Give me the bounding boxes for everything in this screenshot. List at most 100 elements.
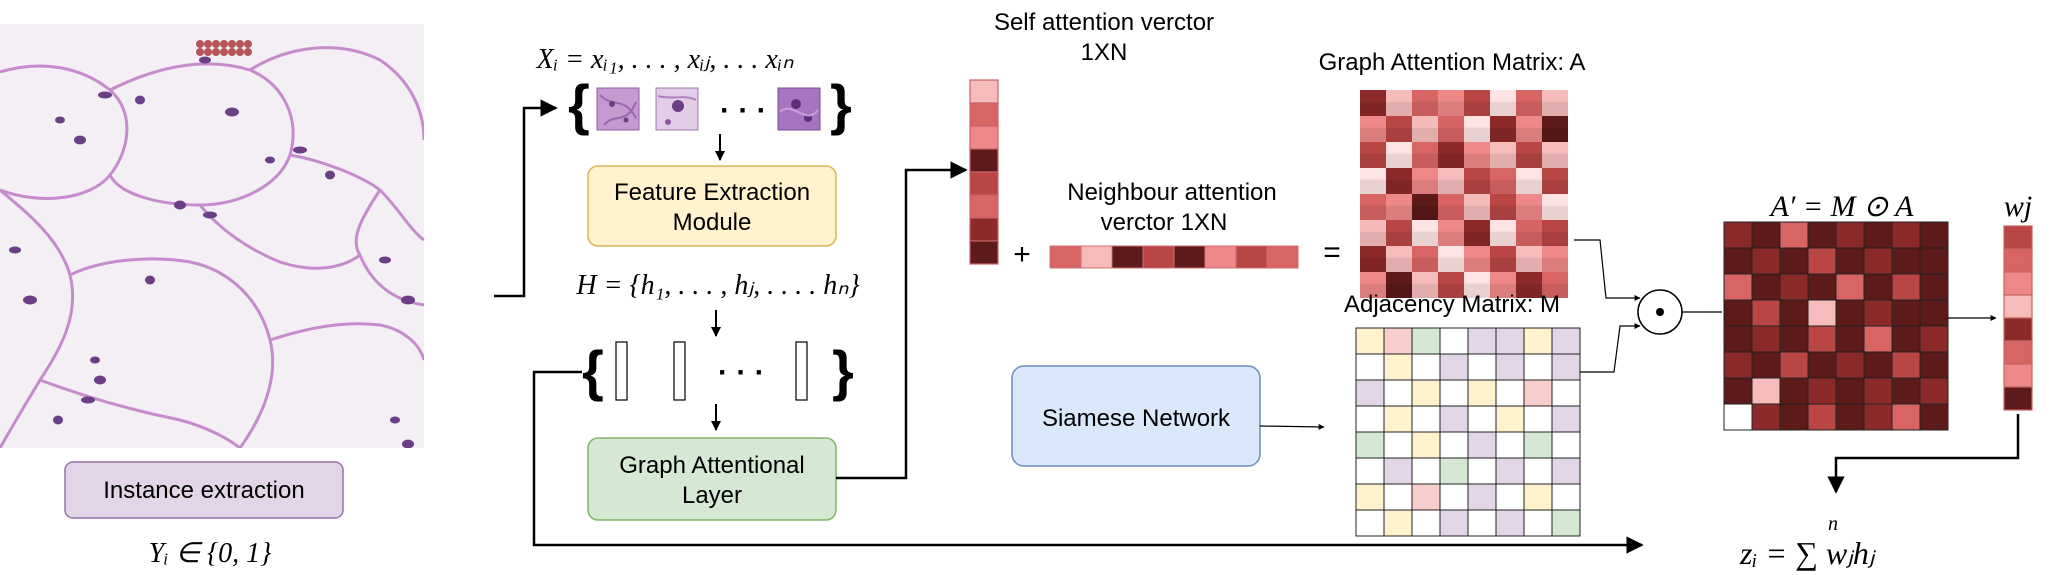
- masked-matrix-cell: [1779, 299, 1809, 327]
- masked-matrix-cell: [1723, 325, 1753, 353]
- adjacency-matrix-cell: [1439, 379, 1469, 407]
- adjacency-matrix-cell: [1467, 457, 1497, 485]
- adjacency-matrix-cell: [1383, 509, 1413, 537]
- masked-matrix-cell: [1891, 325, 1921, 353]
- weight-vector: [2003, 225, 2033, 411]
- attention-matrix-cell-shade: [1438, 205, 1464, 220]
- masked-matrix-cell: [1779, 273, 1809, 301]
- self-attention-cell: [969, 79, 999, 104]
- attention-matrix-cell-shade: [1438, 283, 1464, 298]
- label-set-formula: Yᵢ ∈ {0, 1}: [149, 538, 272, 569]
- weight-vector-cell: [2003, 317, 2033, 342]
- adjacency-matrix-cell: [1411, 327, 1441, 355]
- adjacency-matrix-cell: [1383, 431, 1413, 459]
- tissue-red-blood-cell: [236, 40, 244, 48]
- adjacency-matrix-cell: [1495, 483, 1525, 511]
- attention-matrix-cell-shade: [1438, 101, 1464, 116]
- masked-matrix-cell: [1863, 221, 1893, 249]
- adjacency-matrix-cell: [1355, 379, 1385, 407]
- tissue-membrane-path: [39, 378, 241, 448]
- arrow-attention-to-hadamard: [1574, 239, 1641, 301]
- arrow-tissue-to-patches: [494, 99, 558, 298]
- attention-matrix-cell-shade: [1464, 205, 1490, 220]
- attention-matrix-cell: [1386, 142, 1412, 168]
- attention-matrix-cell: [1516, 168, 1542, 194]
- attention-matrix-cell-shade: [1516, 205, 1542, 220]
- adjacency-matrix-cell: [1411, 457, 1441, 485]
- adjacency-matrix-cell: [1383, 457, 1413, 485]
- tissue-membranes: [0, 46, 424, 448]
- masked-matrix-cell: [1723, 221, 1753, 249]
- attention-matrix-cell: [1360, 90, 1386, 116]
- attention-matrix-cell: [1386, 194, 1412, 220]
- tissue-red-blood-cell: [228, 40, 236, 48]
- weight-vector-cell: [2003, 225, 2033, 250]
- attention-matrix-cell: [1438, 220, 1464, 246]
- wj-label: wj: [2004, 190, 2032, 223]
- adjacency-matrix-cell: [1551, 431, 1581, 459]
- masked-matrix-cell: [1891, 247, 1921, 275]
- adjacency-matrix-cell: [1411, 379, 1441, 407]
- attention-matrix-cell-shade: [1386, 179, 1412, 194]
- tissue-red-blood-cell: [220, 48, 228, 56]
- masked-matrix-cell: [1723, 377, 1753, 405]
- xi-formula: Xᵢ = xᵢ₁, . . . , xᵢⱼ, . . . xᵢₙ: [536, 44, 795, 75]
- adjacency-matrix-cell: [1439, 483, 1469, 511]
- tissue-membrane-path: [269, 322, 424, 361]
- masked-matrix-cell: [1919, 325, 1949, 353]
- masked-matrix-cell: [1723, 351, 1753, 379]
- adjacency-matrix-cell: [1523, 327, 1553, 355]
- attention-matrix-cell-shade: [1464, 179, 1490, 194]
- tissue-nucleus: [225, 107, 239, 117]
- feature-extraction-label-line2: Module: [673, 209, 752, 236]
- tissue-nucleus: [135, 95, 145, 105]
- masked-matrix-cell: [1863, 273, 1893, 301]
- attention-matrix-cell: [1464, 246, 1490, 272]
- attention-matrix-cell: [1412, 220, 1438, 246]
- adjacency-matrix-cell: [1551, 457, 1581, 485]
- adjacency-matrix-cell: [1495, 509, 1525, 537]
- feature-ellipsis: · · ·: [718, 356, 765, 389]
- masked-matrix-cell: [1835, 273, 1865, 301]
- attention-matrix-cell: [1542, 272, 1568, 298]
- tissue-red-blood-cell: [244, 40, 252, 48]
- tissue-nucleus: [145, 275, 155, 285]
- tissue-membrane-path: [289, 153, 424, 242]
- feature-brace-open: {: [582, 339, 604, 402]
- tissue-membrane-path: [249, 46, 424, 141]
- masked-matrix-cell: [1779, 377, 1809, 405]
- masked-matrix-cell: [1891, 299, 1921, 327]
- instance-extraction-label: Instance extraction: [103, 477, 304, 504]
- attention-matrix-cell-shade: [1438, 257, 1464, 272]
- attention-matrix-cell-shade: [1490, 205, 1516, 220]
- tissue-red-blood-cell: [244, 48, 252, 56]
- tissue-nucleus: [74, 135, 86, 145]
- feature-bar-icon: [795, 341, 808, 401]
- adjacency-matrix-cell: [1355, 483, 1385, 511]
- adjacency-matrix-cell: [1523, 457, 1553, 485]
- attention-matrix-cell: [1386, 116, 1412, 142]
- attention-matrix-cell-shade: [1464, 153, 1490, 168]
- self-attention-cell: [969, 240, 999, 265]
- masked-matrix-cell: [1919, 247, 1949, 275]
- neighbour-attention-cell: [1111, 245, 1144, 269]
- adjacency-matrix-cell: [1467, 327, 1497, 355]
- adjacency-matrix-cell: [1495, 457, 1525, 485]
- tissue-membrane-path: [69, 257, 275, 448]
- adjacency-matrix-cell: [1411, 405, 1441, 433]
- tissue-red-blood-cell: [212, 48, 220, 56]
- attention-matrix-cell-shade: [1464, 257, 1490, 272]
- attention-matrix-cell-shade: [1360, 101, 1386, 116]
- adjacency-matrix-cell: [1467, 379, 1497, 407]
- adjacency-matrix-cell: [1495, 431, 1525, 459]
- adjacency-matrix-cell: [1383, 353, 1413, 381]
- masked-matrix-cell: [1863, 351, 1893, 379]
- attention-matrix-cell: [1464, 220, 1490, 246]
- self-attention-cell: [969, 194, 999, 219]
- masked-matrix-cell: [1807, 377, 1837, 405]
- attention-matrix-cell-shade: [1438, 231, 1464, 246]
- masked-matrix-cell: [1779, 221, 1809, 249]
- attention-matrix-cell-shade: [1386, 101, 1412, 116]
- adjacency-matrix-cell: [1411, 483, 1441, 511]
- h-formula: H = {h₁, . . . , hⱼ, . . . . hₙ}: [575, 270, 859, 301]
